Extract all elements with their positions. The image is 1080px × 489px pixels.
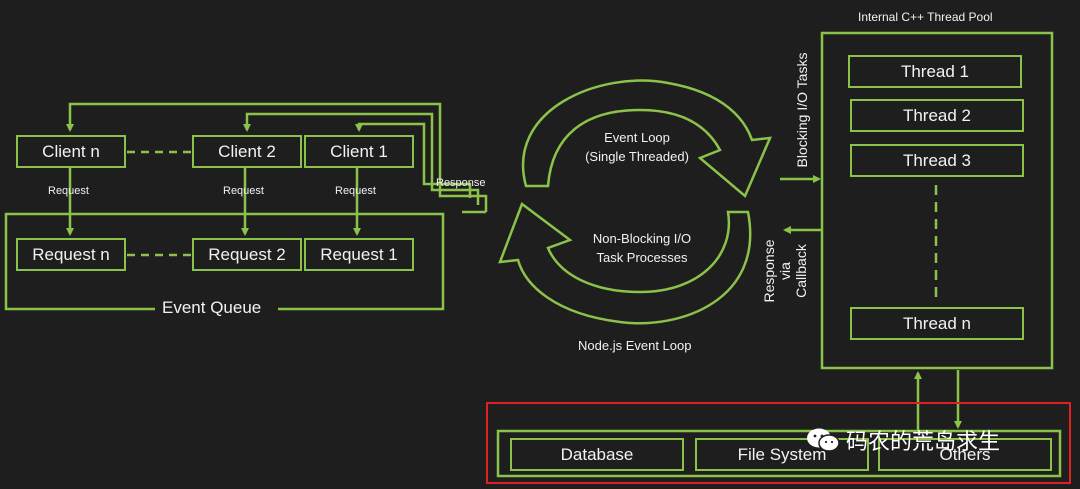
thread-2-box: Thread 2	[850, 99, 1024, 132]
client-n-box: Client n	[16, 135, 126, 168]
thread-pool-frame	[820, 31, 1054, 370]
non-blocking-line2: Task Processes	[596, 250, 688, 265]
database-label: Database	[560, 444, 634, 464]
client-1-box: Client 1	[304, 135, 414, 168]
request-1-box: Request 1	[304, 238, 414, 271]
event-queue-label: Event Queue	[162, 298, 262, 317]
response-line-client-1	[355, 122, 472, 198]
event-loop-arrow-bottom	[498, 202, 752, 325]
client-2-label: Client 2	[218, 141, 276, 161]
thread-1-box: Thread 1	[848, 55, 1022, 88]
thread-n-box: Thread n	[850, 307, 1024, 340]
client-n-label: Client n	[42, 141, 100, 161]
highlight-box	[486, 402, 1071, 484]
resources-frame	[496, 429, 1062, 478]
watermark: 码农的荒岛求生	[806, 424, 1000, 456]
thread-1-label: Thread 1	[900, 61, 970, 81]
response-callback-line1: Response	[761, 239, 777, 303]
file-system-box: File System	[695, 438, 869, 471]
watermark-text: 码农的荒岛求生	[846, 430, 1001, 455]
response-callback-label: Response via Callback	[757, 221, 813, 321]
response-callback-line2: via	[777, 262, 793, 280]
non-blocking-text: Non-Blocking I/O Task Processes	[567, 229, 717, 267]
event-queue-frame	[4, 212, 445, 311]
response-line-client-n	[66, 102, 488, 212]
request-n-box: Request n	[16, 238, 126, 271]
wechat-icon	[806, 427, 840, 453]
response-callback-line3: Callback	[793, 244, 809, 298]
blocking-io-label: Blocking I/O Tasks	[794, 52, 810, 168]
request-label-1: Request	[335, 185, 376, 197]
thread-n-label: Thread n	[902, 313, 972, 333]
nodejs-event-loop-label: Node.js Event Loop	[578, 338, 692, 353]
request-label-2: Request	[223, 185, 264, 197]
thread-3-label: Thread 3	[902, 150, 972, 170]
others-box: Others	[878, 438, 1052, 471]
request-n-text: Request n	[32, 244, 110, 264]
others-label: Others	[939, 444, 991, 464]
client-1-label: Client 1	[330, 141, 388, 161]
client-2-box: Client 2	[192, 135, 302, 168]
request-1-text: Request 1	[320, 244, 398, 264]
non-blocking-line1: Non-Blocking I/O	[592, 231, 692, 246]
event-loop-subtitle: (Single Threaded)	[585, 149, 689, 164]
event-loop-text: Event Loop (Single Threaded)	[567, 128, 707, 166]
thread-pool-title: Internal C++ Thread Pool	[858, 10, 993, 24]
response-line-client-2	[243, 112, 480, 205]
request-2-box: Request 2	[192, 238, 302, 271]
request-label-n: Request	[48, 185, 89, 197]
event-loop-arrow-top	[522, 79, 772, 199]
thread-2-label: Thread 2	[902, 105, 972, 125]
database-box: Database	[510, 438, 684, 471]
request-2-text: Request 2	[208, 244, 286, 264]
thread-3-box: Thread 3	[850, 144, 1024, 177]
file-system-label: File System	[737, 444, 827, 464]
event-loop-title: Event Loop	[604, 130, 670, 145]
response-label: Response	[436, 177, 486, 189]
